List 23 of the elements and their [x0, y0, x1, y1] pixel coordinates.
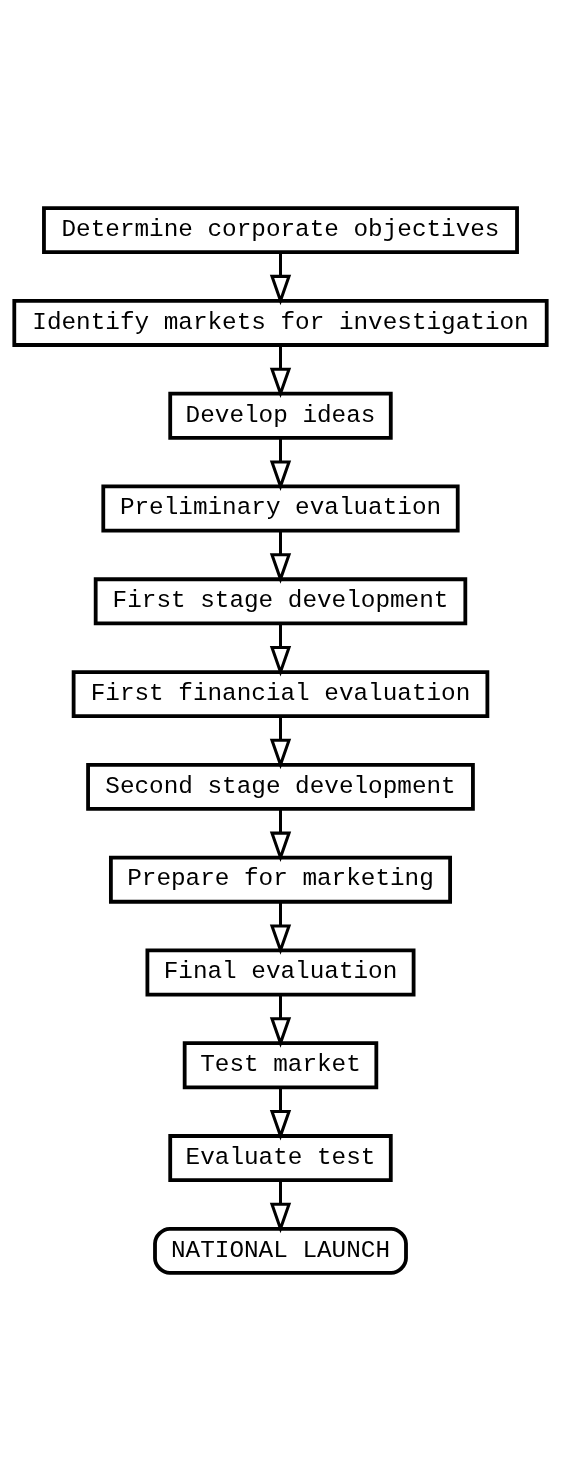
arrow	[269, 716, 292, 770]
arrow	[269, 252, 292, 306]
arrow	[269, 1180, 292, 1234]
arrow	[269, 530, 292, 584]
node-box: Evaluate test	[168, 1134, 393, 1182]
node-box: Final evaluation	[145, 948, 416, 997]
arrow	[269, 809, 292, 863]
node-box: Determine corporate objectives	[42, 206, 519, 255]
node-box: First financial evaluation	[71, 670, 490, 719]
arrow	[269, 1087, 292, 1141]
node-box: Identify markets for investigation	[12, 299, 549, 347]
node-box: NATIONAL LAUNCH	[153, 1226, 408, 1275]
node-box: Second stage development	[86, 762, 475, 811]
arrow	[269, 902, 292, 955]
arrow	[269, 345, 292, 399]
node-box: Test market	[182, 1041, 379, 1090]
node-box: Prepare for marketing	[109, 855, 452, 904]
node-box: Preliminary evaluation	[101, 484, 460, 533]
arrow	[269, 438, 292, 491]
node-box: First stage development	[93, 577, 468, 626]
arrow	[269, 623, 292, 677]
arrow	[269, 994, 292, 1048]
node-box: Develop ideas	[168, 391, 393, 440]
